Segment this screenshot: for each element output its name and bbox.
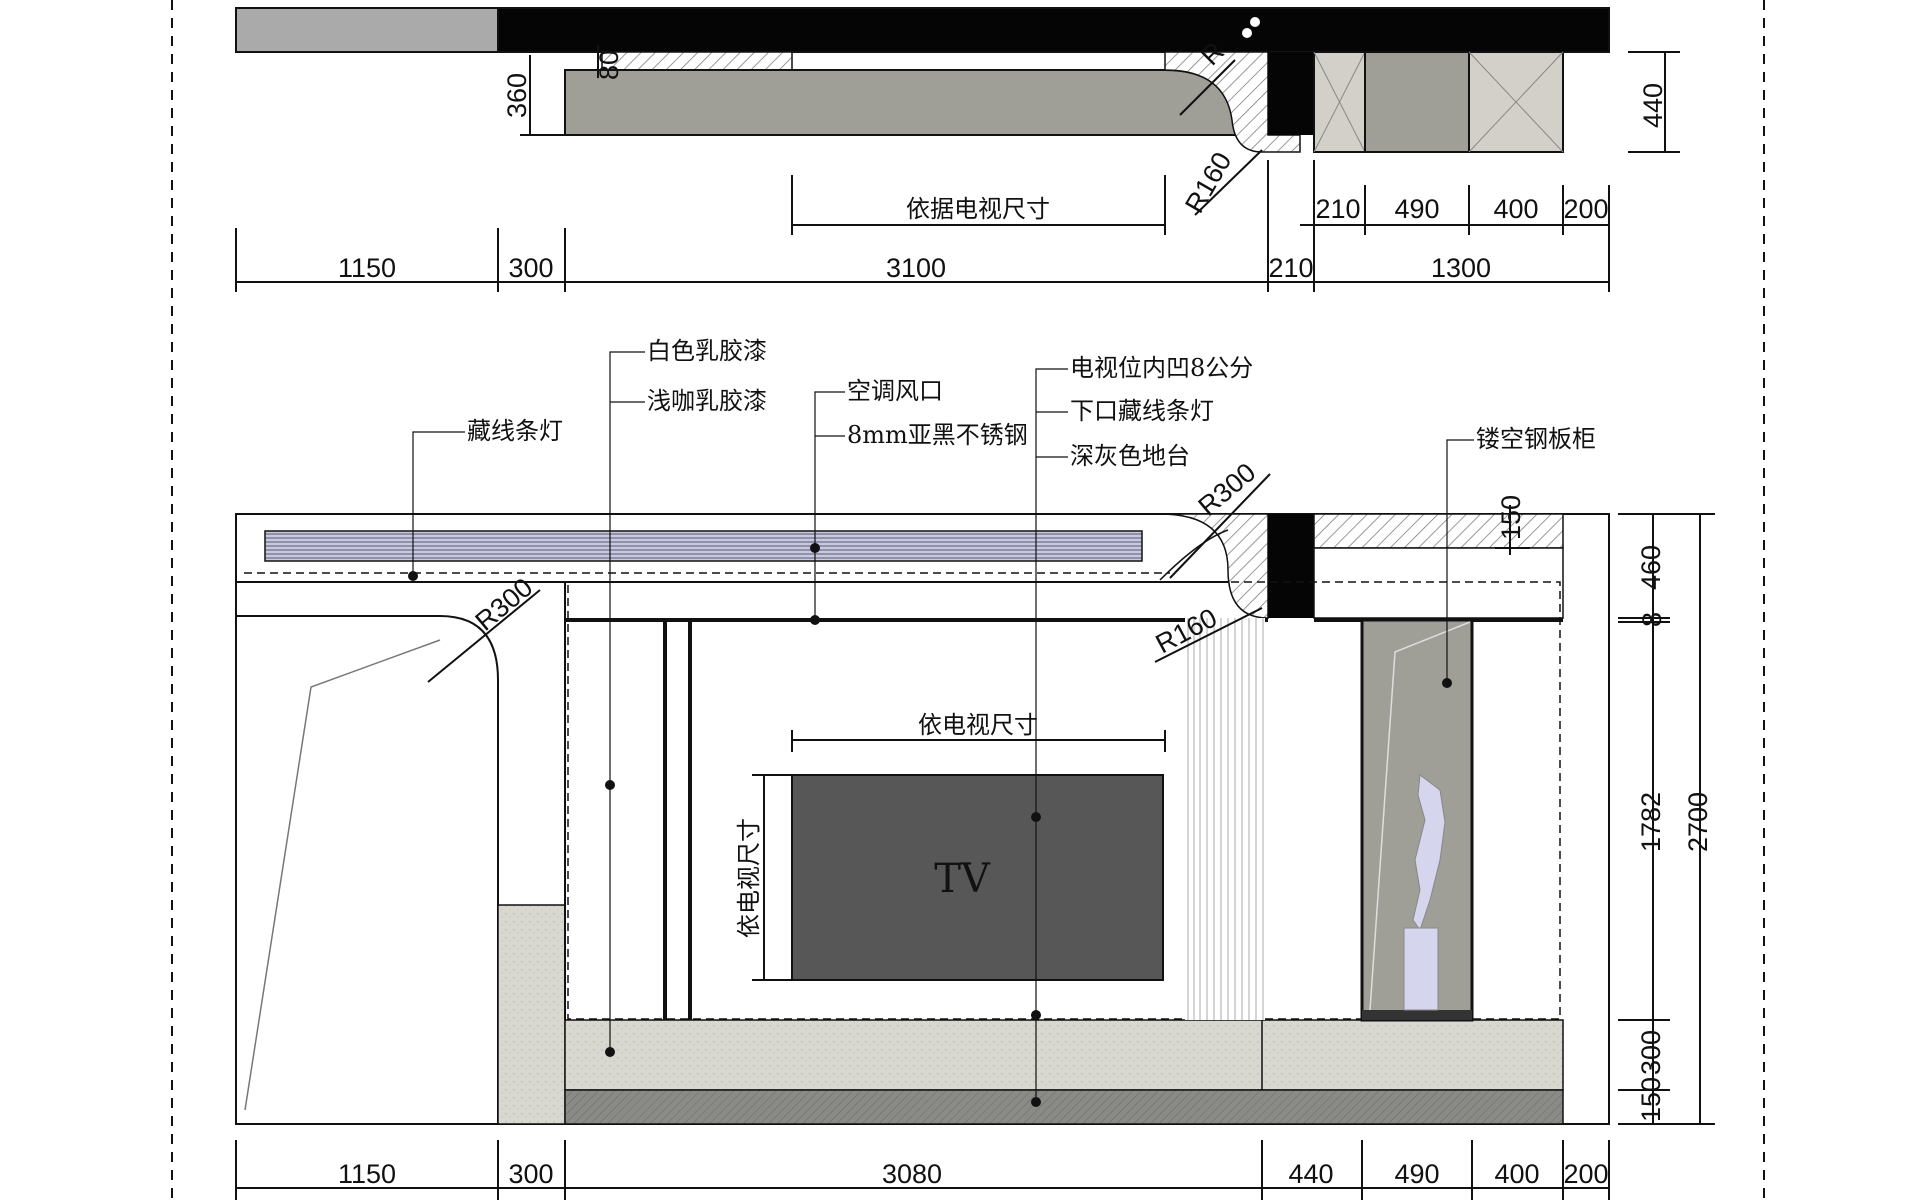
elev-recess-dashed (567, 581, 1561, 1020)
elev-tv-label: TV (934, 856, 991, 902)
elev-bottom-dim: 300 (508, 1159, 553, 1189)
elev-bottom-dim: 200 (1563, 1159, 1608, 1189)
elev-dark-platform (564, 1089, 1564, 1125)
elev-dim-1782: 1782 (1636, 792, 1666, 852)
plan-dim-80: 80 (594, 50, 624, 80)
elev-bottom-dim: 1150 (338, 1159, 396, 1189)
elev-dim-460: 460 (1636, 545, 1666, 590)
elev-r300-left-leader (427, 589, 541, 683)
plan-r-leader (1179, 59, 1236, 116)
callout-dot (1442, 678, 1452, 688)
elev-r160-leader (1154, 607, 1263, 663)
elev-left-arch-panel (235, 615, 499, 1125)
callout-white-latex: 白色乳胶漆 (647, 337, 767, 365)
elev-black-column (1268, 514, 1314, 618)
plan-hatch-left (601, 51, 793, 71)
elev-curve-hatch (1159, 513, 1269, 619)
plan-cabinet-dim: 400 (1493, 194, 1538, 224)
callout-dot (605, 780, 615, 790)
callout-dot (1031, 1097, 1041, 1107)
plan-cross (1313, 51, 1366, 153)
elev-tv-height-note: 依电视尺寸 (735, 818, 763, 938)
elev-dim-150-bottom: 150 (1636, 1077, 1666, 1122)
plan-tv-size-note: 依据电视尺寸 (906, 195, 1050, 223)
plan-grey-slab (235, 7, 499, 53)
callout-light-coffee-latex: 浅咖乳胶漆 (647, 387, 767, 415)
plan-dim-360: 360 (502, 73, 532, 118)
elev-left-sketch-line (244, 639, 441, 1111)
plan-cabinet-dim: 200 (1563, 194, 1608, 224)
callout-leader-cabinet (1446, 439, 1474, 683)
callout-leader-strip-light (412, 431, 465, 576)
callout-dot (810, 615, 820, 625)
callout-dot (1031, 812, 1041, 822)
elev-line-curtain (1185, 618, 1265, 1020)
elev-dim-150-top: 150 (1496, 495, 1526, 540)
elev-tv-screen (791, 774, 1164, 981)
elev-dim-300: 300 (1636, 1030, 1666, 1075)
elev-platform-speckle (564, 1019, 1564, 1091)
callout-dot (1031, 1010, 1041, 1020)
elev-cabinet-base (1362, 1010, 1472, 1020)
callout-ac-vent: 空调风口 (847, 377, 943, 405)
elev-cabinet-sketch (1369, 621, 1471, 1011)
elev-r300-right-leader (1169, 473, 1271, 579)
elev-r300-right-label: R300 (1193, 457, 1262, 521)
plan-view: R R160 360 80 440 依据电视尺寸 210 490 400 200 (235, 7, 1680, 292)
callout-leader-tv (1035, 368, 1068, 1102)
elev-top-right-band (1313, 547, 1564, 619)
elev-bottom-dim: 440 (1288, 1159, 1333, 1189)
callout-lower-strip-light: 下口藏线条灯 (1070, 397, 1214, 425)
plan-black-column (1268, 52, 1314, 135)
plan-cabinet-dim: 210 (1315, 194, 1360, 224)
plan-cabinet-grey (1364, 51, 1470, 153)
elev-curve-line (1159, 529, 1229, 581)
elev-tv-width-note: 依电视尺寸 (918, 711, 1038, 739)
elev-bottom-dim: 490 (1394, 1159, 1439, 1189)
elev-dim-2700: 2700 (1683, 792, 1713, 852)
elevation-view: TV 依电视尺寸 依电视尺寸 (235, 457, 1715, 1200)
plan-grey-console (564, 69, 1237, 136)
elev-bottom-dim: 400 (1494, 1159, 1539, 1189)
plan-bottom-dim: 1300 (1431, 253, 1491, 283)
plan-bottom-dim: 300 (508, 253, 553, 283)
elev-lower-speckle-left (497, 904, 566, 1125)
elev-top-right-hatch (1313, 513, 1564, 549)
callouts: 白色乳胶漆 浅咖乳胶漆 藏线条灯 空调风口 8mm亚黑不锈钢 电视位内凹8公分 … (408, 337, 1596, 1107)
plan-bottom-dim: 210 (1268, 253, 1313, 283)
plan-curved-hatch (1164, 51, 1301, 153)
plan-cabinet-dim: 490 (1394, 194, 1439, 224)
callout-perforated-cabinet: 镂空钢板柜 (1476, 425, 1596, 453)
plan-dim-440: 440 (1638, 83, 1668, 128)
callout-dark-grey-platform: 深灰色地台 (1070, 442, 1190, 470)
elev-bottom-dim: 3080 (882, 1159, 942, 1189)
plan-bottom-dim: 3100 (886, 253, 946, 283)
callout-dot (605, 1047, 615, 1057)
callout-hidden-strip-light: 藏线条灯 (467, 417, 563, 445)
plan-bottom-dim: 1150 (338, 253, 396, 283)
callout-dot (810, 543, 820, 553)
callout-tv-recess: 电视位内凹8公分 (1070, 354, 1253, 382)
elev-strip-light (264, 530, 1143, 562)
plan-cross (1468, 51, 1564, 153)
callout-leader-latex (609, 351, 645, 1052)
plan-black-slab (497, 7, 1610, 53)
callout-dot (408, 571, 418, 581)
plan-r160-leader (1194, 149, 1263, 216)
elev-dim-8: 8 (1637, 612, 1667, 627)
plan-marker-dot (1250, 17, 1260, 27)
elev-sculpture (1412, 774, 1446, 932)
elev-sculpture-base (1403, 927, 1439, 1011)
callout-matte-black-steel: 8mm亚黑不锈钢 (847, 421, 1028, 449)
plan-marker-dot (1242, 28, 1252, 38)
